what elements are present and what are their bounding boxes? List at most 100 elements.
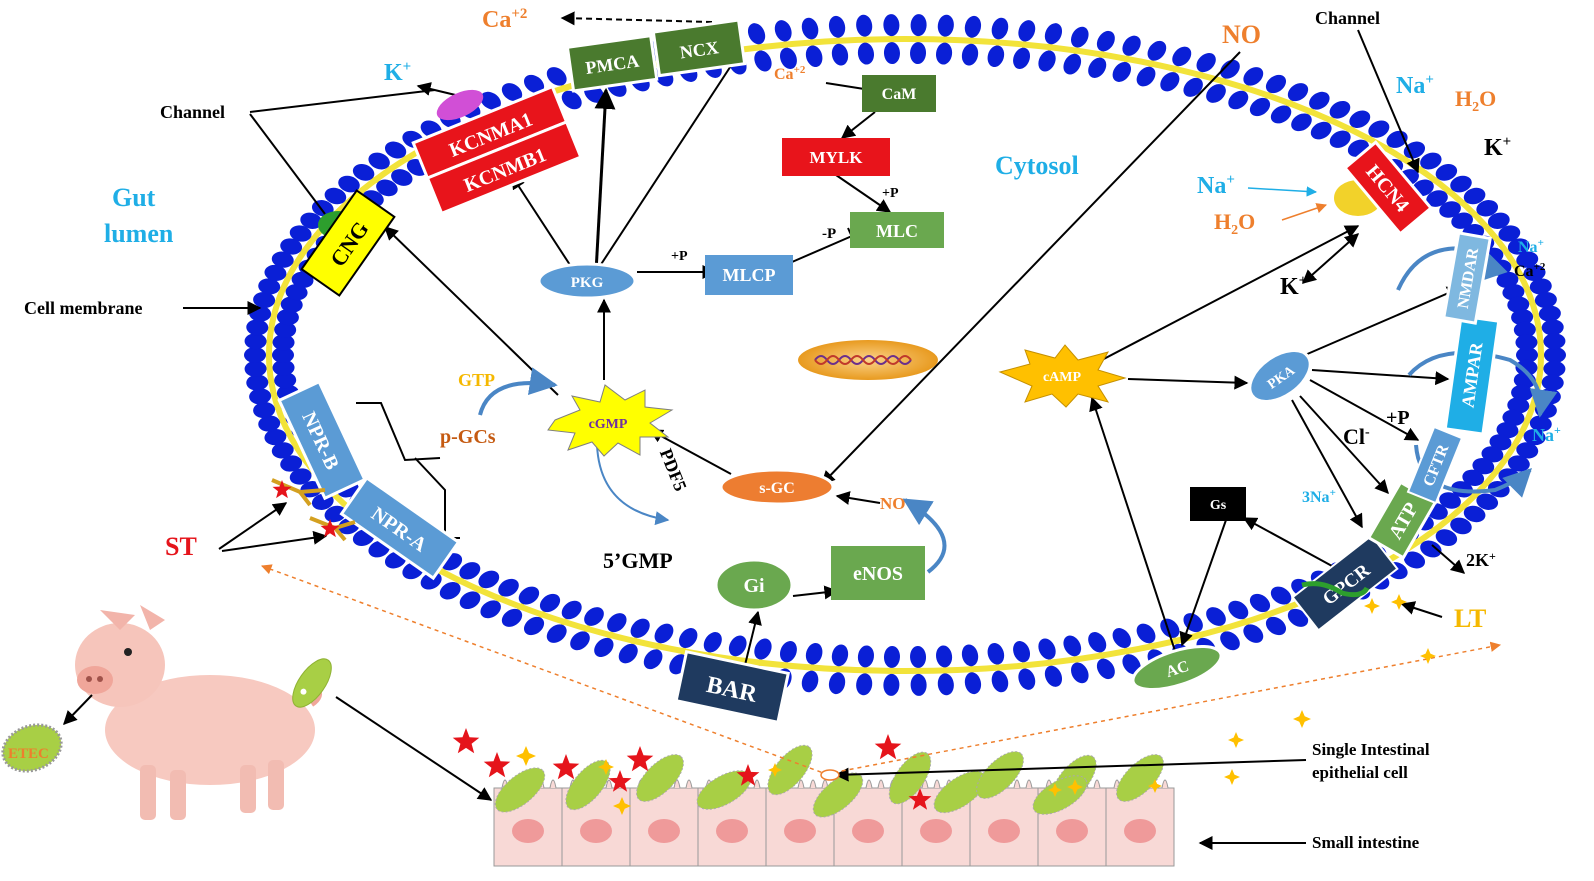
lipid-head	[272, 359, 295, 376]
enos-label: eNOS	[853, 563, 903, 585]
h2o-arrow-label: H	[1214, 209, 1231, 234]
dna-icon	[798, 340, 938, 380]
lipid-head	[805, 45, 823, 68]
lt-toxin-star	[1420, 648, 1436, 664]
cgmp-label: cGMP	[589, 417, 628, 432]
bacterium	[812, 772, 864, 818]
no-top-label: NO	[1222, 20, 1261, 49]
lipid-head	[439, 582, 461, 600]
st-label: ST	[165, 532, 197, 561]
lipid-head	[1183, 77, 1203, 97]
ampar-box: AMPAR	[1443, 314, 1501, 436]
lipid-head	[501, 83, 523, 102]
lipid-head	[1249, 593, 1271, 613]
mlc-box: MLC	[850, 212, 944, 248]
lipid-head	[630, 618, 650, 638]
svg-text:K+: K+	[384, 59, 411, 86]
ca2-top-label: Ca	[482, 7, 511, 33]
lipid-head	[703, 632, 722, 653]
lipid-head	[1507, 397, 1530, 414]
lipid-head	[280, 296, 303, 313]
lipid-head	[747, 23, 766, 45]
lipid-head	[1071, 662, 1089, 684]
lipid-head	[1403, 141, 1426, 159]
lipid-head	[774, 20, 792, 42]
lipid-head	[1310, 121, 1332, 140]
ac-node: AC	[1131, 644, 1223, 692]
ncx-box: NCX	[651, 18, 747, 78]
lipid-head	[1071, 26, 1089, 48]
lipid-head	[1450, 517, 1472, 535]
lipid-head	[805, 642, 823, 665]
lipid-head	[1063, 53, 1082, 75]
lipid-head	[501, 608, 523, 627]
lipid-head	[258, 415, 281, 432]
mylk-box: MYLK	[782, 138, 890, 176]
bacterium	[494, 767, 546, 813]
cell-nucleus	[716, 819, 748, 843]
lipid-head	[1513, 321, 1536, 338]
lipid-head	[546, 67, 567, 86]
k-plus-mid-label: K	[1280, 274, 1299, 300]
s-gc-label: s-GC	[759, 480, 795, 497]
lipid-head	[1426, 190, 1448, 207]
lipid-head	[280, 238, 303, 255]
ca-cam-label: Ca	[774, 66, 794, 83]
plus-p-mlcp-label: +P	[671, 249, 688, 264]
lipid-head	[518, 586, 540, 605]
lipid-head	[964, 672, 982, 695]
ac-label: AC	[1164, 658, 1191, 681]
lipid-head	[1507, 238, 1530, 255]
lipid-head	[246, 374, 269, 391]
lipid-head	[883, 42, 900, 65]
lipid-head	[1287, 608, 1309, 627]
lipid-head	[1476, 493, 1499, 510]
five-gmp-label: 5’GMP	[603, 548, 673, 573]
gtp-label: GTP	[458, 370, 495, 390]
lipid-head	[264, 264, 287, 281]
lipid-head	[324, 187, 347, 205]
lipid-head	[1515, 334, 1538, 351]
svg-text:2K+: 2K+	[1466, 549, 1496, 570]
lipid-head	[937, 673, 954, 696]
dashed-right-pointer	[825, 641, 1502, 775]
cng-box: CNG	[300, 189, 396, 297]
lt-toxin-star	[1228, 732, 1244, 748]
lipid-head	[1243, 624, 1264, 643]
lipid-head	[961, 644, 979, 667]
lt-label: LT	[1454, 604, 1486, 633]
cytosol-label: Cytosol	[995, 151, 1079, 180]
lipid-head	[1502, 284, 1525, 301]
lipid-head	[1270, 105, 1292, 124]
svg-text:Na+: Na+	[1396, 72, 1434, 99]
lipid-head	[1018, 20, 1036, 42]
lipid-head	[1403, 551, 1426, 569]
lipid-head	[300, 212, 323, 229]
lipid-head	[546, 624, 567, 643]
plus-p-cftr-label: +P	[1386, 407, 1410, 429]
lipid-head	[264, 429, 287, 446]
lipid-head	[1451, 212, 1473, 229]
etec-bacterium: ETEC	[1, 723, 63, 773]
lipid-head	[1136, 66, 1156, 87]
cl-minus-label: Cl	[1343, 424, 1365, 449]
lipid-head	[1523, 429, 1546, 446]
lipid-head	[678, 628, 698, 649]
lipid-head	[1018, 668, 1036, 690]
st-toxin-star	[874, 734, 902, 760]
lipid-head	[1511, 309, 1534, 326]
s-gc-node: s-GC	[719, 468, 835, 506]
cell-nucleus	[1056, 819, 1088, 843]
st-toxin-star	[483, 752, 511, 778]
lipid-head	[1481, 446, 1504, 463]
lipid-head	[272, 334, 295, 351]
cell-membrane-bilayer	[244, 14, 1566, 696]
lipid-head	[1265, 74, 1287, 94]
pmca-box: PMCA	[565, 33, 659, 93]
gi-label: Gi	[743, 575, 765, 597]
bacterium	[888, 751, 932, 805]
lt-toxin-star	[768, 763, 782, 777]
lipid-head	[1147, 40, 1167, 61]
k-plus-top-label: K	[384, 60, 403, 86]
